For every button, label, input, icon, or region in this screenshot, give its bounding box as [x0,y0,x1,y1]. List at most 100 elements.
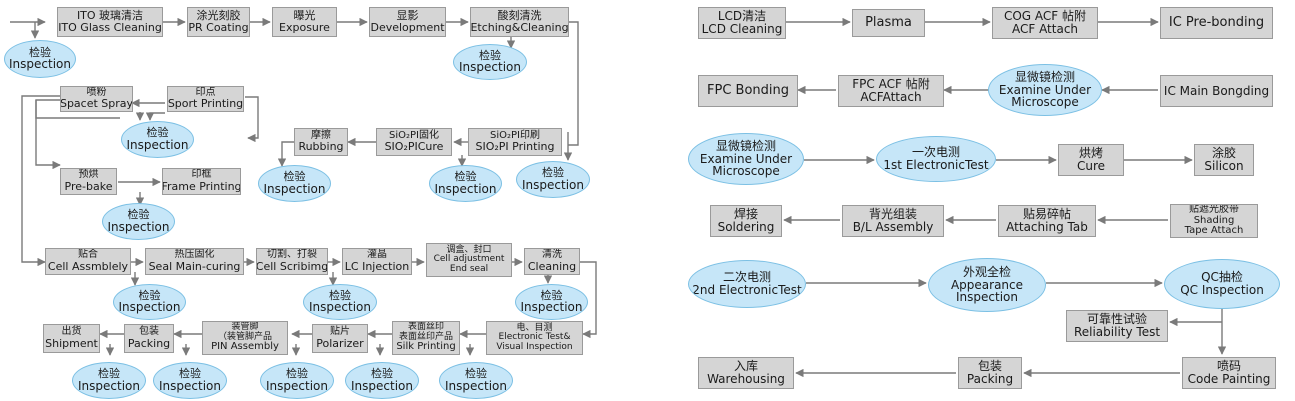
inspection-en: Inspection [9,57,71,72]
inspection-cn: 检验 [127,208,150,222]
connector [35,100,120,119]
cell-assembly-cn: 贴合 [78,249,98,261]
pr-coating-cn: 涂光刻胶 [196,9,241,23]
sio2-pi-printing-en: SIO₂PI Printing [475,140,555,154]
shading-tape-cn: 贴遮光胶带 [1189,204,1239,216]
ito-glass-cleaning-en: ITO Glass Cleaning [58,21,162,34]
shipment-en: Shipment [45,336,98,350]
second-electronic-test-ellipse: 二次电测 2nd ElectronicTest [688,260,806,308]
inspection-en: Inspection [522,177,584,192]
cure-en: Cure [1076,159,1106,173]
rubbing-en: Rubbing [298,140,344,154]
reliability-cn: 可靠性试验 [1086,312,1147,327]
inspection-en: Inspection [445,378,507,393]
fpc-acf-attach-box: FPC ACF 帖附 ACFAttach [838,75,944,107]
bl-assembly-box: 背光组装 B/L Assembly [842,205,944,237]
inspection-ellipse: 检验 Inspection [102,203,175,240]
code-painting-box: 喷码 Code Painting [1182,357,1276,389]
silicon-en: Silicon [1204,159,1244,173]
spacer-spray-en: Spacet Spray [60,97,133,111]
inspection-cn: 检验 [540,288,563,302]
soldering-box: 焊接 Soldering [710,205,782,237]
attaching-tab-box: 贴易碎帖 Attaching Tab [998,205,1096,237]
qc-inspection-ellipse: QC抽检 QC Inspection [1164,259,1280,309]
ic-pre-bonding-en: IC Pre-bonding [1168,15,1265,31]
appearance-cn: 外观全检 [962,265,1011,280]
electronic-test-box: 电、目测 Electronic Test& Visual Inspection [486,321,583,355]
inspection-en: Inspection [78,378,140,393]
inspection-ellipse: 检验 Inspection [121,121,194,158]
inspection-cn: 检验 [542,166,564,180]
lcd-cleaning-box: LCD清洁 LCD Cleaning [698,7,786,39]
inspection-en: Inspection [434,181,497,196]
cure-box: 烘烤 Cure [1058,144,1124,176]
cog-acf-attach-box: COG ACF 帖附 ACF Attach [992,7,1098,39]
connector [35,99,61,170]
silk-printing-en: Silk Printing [396,341,456,353]
ic-main-bonding-box: IC Main Bongding [1160,75,1273,107]
attaching-tab-en: Attaching Tab [1006,220,1088,234]
inspection-ellipse: 检验 Inspection [439,362,513,399]
examine-microscope-ellipse: 显微镜检测 Examine Under Microscope [688,133,804,185]
ic-main-bonding-en: IC Main Bongding [1163,83,1270,98]
examine-microscope-en: Examine Under [998,82,1092,97]
inspection-en: Inspection [520,300,583,315]
packing-box: 包装 Packing [958,357,1022,389]
inspection-ellipse: 检验 Inspection [515,284,588,320]
shading-tape-en: Shading [1193,214,1235,226]
examine-microscope-en2: Microscope [1011,95,1079,110]
sport-printing-box: 印点 Sport Printing [167,86,244,112]
inspection-cn: 检验 [371,367,393,381]
electronic-test-en2: Visual Inspection [496,341,573,352]
frame-printing-box: 印框 Frame Printing [162,168,241,195]
end-seal-en2: End seal [449,263,489,274]
inspection-ellipse: 检验 Inspection [516,161,590,198]
inspection-en: Inspection [126,137,189,152]
pr-coating-en: PR Coating [188,21,249,34]
sio2-pi-cure-box: SiO₂PI固化 SIO₂PICure [376,128,452,156]
frame-printing-en: Frame Printing [162,179,241,193]
cell-assembly-box: 贴合 Cell Assmblely [45,248,131,275]
appearance-en: Appearance [950,277,1024,292]
attaching-tab-cn: 贴易碎帖 [1022,207,1071,222]
pin-assembly-box: 装管脚 （装管脚产品 PIN Assembly [202,321,288,355]
etching-cleaning-cn: 酸刻清洗 [497,9,542,23]
connector [145,112,165,121]
cleaning-box: 清洗 Cleaning [524,248,580,275]
inspection-ellipse: 检验 Inspection [429,165,502,202]
qc-inspection-cn: QC抽检 [1201,270,1243,285]
silk-printing-box: 表面丝印 表面丝印产品 Silk Printing [392,321,460,355]
inspection-cn: 检验 [286,367,308,381]
inspection-en: Inspection [159,378,221,393]
examine-microscope-cn: 显微镜检测 [1014,70,1075,85]
fpc-acf-cn: FPC ACF 帖附 [852,77,930,92]
reliability-test-box: 可靠性试验 Reliability Test [1066,310,1168,342]
seal-main-curing-box: 热压固化 Seal Main-curing [145,248,244,275]
soldering-en: Soldering [717,220,775,234]
polarizer-box: 贴片 Polarizer [312,324,368,353]
sio2-pi-cure-en: SIO₂PICure [384,140,444,154]
ic-pre-bonding-box: IC Pre-bonding [1160,7,1273,39]
inspection-cn: 检验 [283,170,306,184]
exposure-cn: 曝光 [293,9,316,23]
cell-scribing-cn: 切割、打裂 [267,249,317,261]
development-cn: 显影 [396,9,419,23]
code-painting-en: Code Painting [1187,372,1271,386]
soldering-cn: 焊接 [733,207,758,222]
end-seal-cn: 调盒、封口 [446,244,492,255]
rubbing-box: 摩擦 Rubbing [294,128,348,156]
inspection-ellipse: 检验 Inspection [260,362,334,399]
sport-printing-en: Sport Printing [167,97,244,111]
shipment-box: 出货 Shipment [43,324,100,353]
rubbing-cn: 摩擦 [311,129,331,141]
inspection-ellipse: 检验 Inspection [153,362,227,399]
inspection-cn: 检验 [479,48,501,62]
plasma-en: Plasma [865,15,912,31]
sio2-pi-printing-box: SiO₂PI印刷 SIO₂PI Printing [468,128,562,156]
inspection-ellipse: 检验 Inspection [258,165,331,202]
fpc-bonding-box: FPC Bonding [698,75,798,107]
packing-box: 包装 Packing [124,324,174,353]
qc-inspection-en: QC Inspection [1180,283,1264,297]
ito-glass-cleaning-box: ITO 玻璃清洁 ITO Glass Cleaning [57,7,163,37]
pin-assembly-cn2: （装管脚产品 [217,331,272,342]
